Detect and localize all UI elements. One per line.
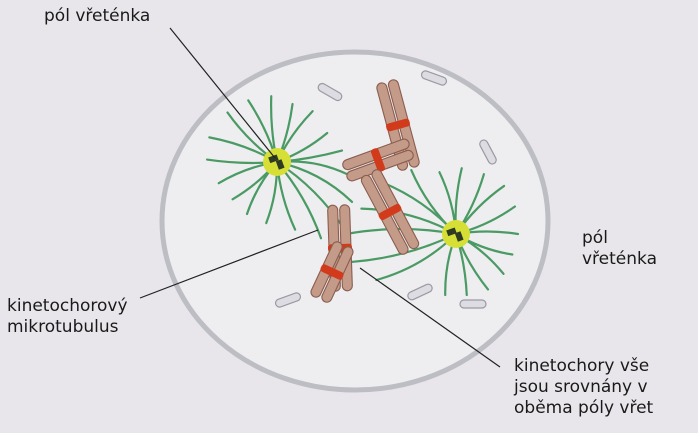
spindle-pole-left [263,148,291,176]
organelle-6 [460,300,486,308]
label-kinetochores-aligned: kinetochory vše jsou srovnány v oběma pó… [514,356,653,419]
spindle-pole-right [442,220,470,248]
label-kinetochore-microtubule: kinetochorový mikrotubulus [7,296,128,338]
label-spindle-pole-top: pól vřeténka [44,6,150,27]
label-spindle-pole-right: pól vřeténka [582,228,657,270]
